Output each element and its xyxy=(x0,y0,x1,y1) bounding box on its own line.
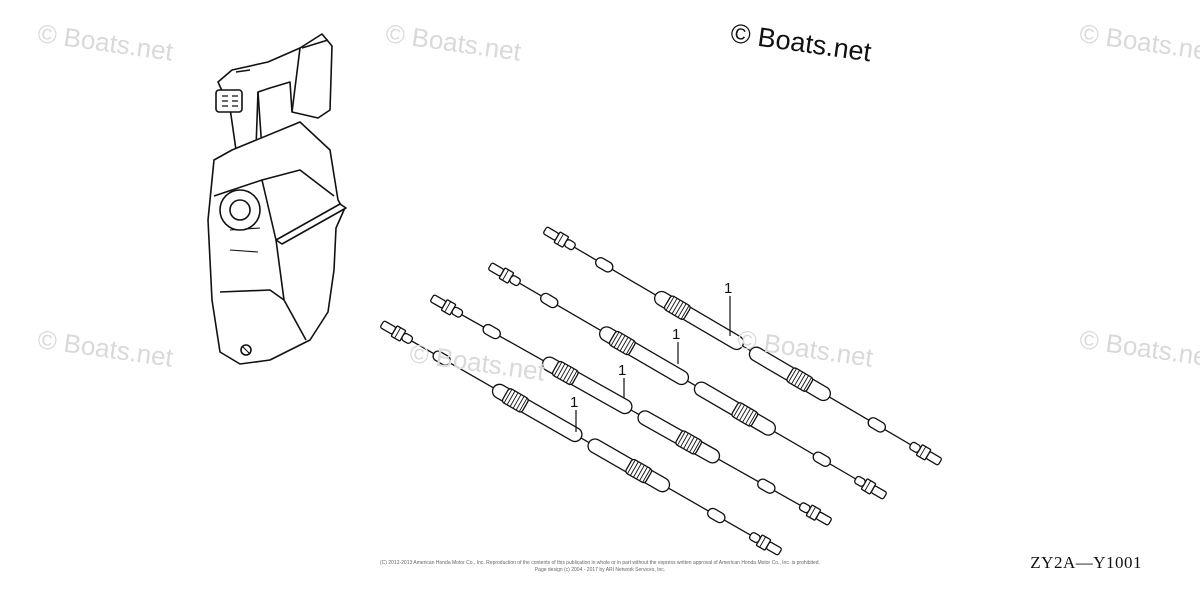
copyright-line-2: Page design (c) 2004 - 2017 by ARI Netwo… xyxy=(534,567,666,573)
cable-2 xyxy=(488,262,887,500)
copyright-notice: (C) 2012-2013 American Honda Motor Co., … xyxy=(330,560,870,574)
diagram-code: ZY2A—Y1001 xyxy=(1030,553,1142,572)
callout-cable-2: 1 xyxy=(672,326,681,343)
control-cables xyxy=(380,226,942,556)
callout-cable-1: 1 xyxy=(724,280,733,297)
cable-1 xyxy=(543,226,942,466)
callout-leaders xyxy=(575,296,731,432)
remote-control-box xyxy=(207,33,347,365)
copyright-line-1: (C) 2012-2013 American Honda Motor Co., … xyxy=(380,560,820,566)
cable-4 xyxy=(380,320,782,556)
trim-switch xyxy=(215,89,243,113)
cable-3 xyxy=(430,294,832,526)
callout-cable-3: 1 xyxy=(618,362,627,379)
callout-cable-4: 1 xyxy=(570,394,579,411)
